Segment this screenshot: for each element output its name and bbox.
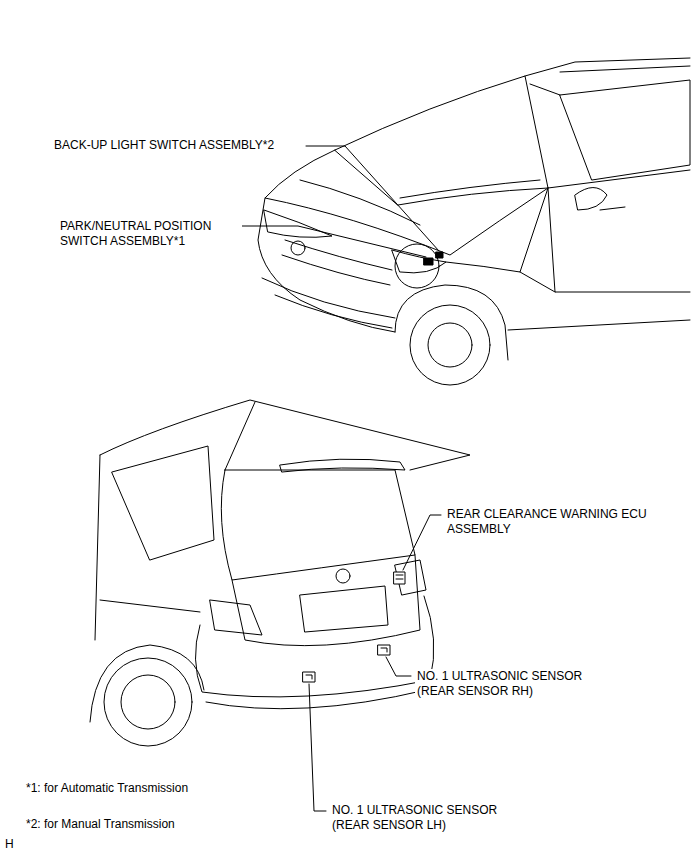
ecu — [394, 572, 405, 584]
sensor-lh — [303, 672, 315, 682]
door-pillar — [530, 84, 690, 188]
leader-line — [386, 657, 411, 676]
leader-line — [403, 515, 441, 570]
part-label: REAR CLEARANCE WARNING ECU ASSEMBLY — [445, 507, 664, 537]
wheel-arch — [395, 285, 508, 360]
sensor-rh-detail — [381, 648, 387, 652]
front-face — [258, 198, 395, 332]
door-handle — [600, 207, 625, 210]
license-plate — [300, 586, 388, 632]
bumper-lower — [206, 690, 426, 709]
front-vehicle — [258, 58, 690, 385]
fender — [446, 188, 548, 272]
leader-line — [306, 146, 439, 251]
rear-vehicle — [90, 400, 470, 746]
part-label: BACK-UP LIGHT SWITCH ASSEMBLY*2 — [52, 138, 276, 153]
rear-wheel-hub — [121, 675, 175, 729]
emblem — [336, 569, 350, 583]
windshield — [335, 76, 548, 205]
roof — [525, 58, 690, 76]
wheel-arch — [90, 645, 204, 722]
wiper-line — [400, 180, 540, 198]
rear-window — [221, 470, 415, 580]
bumper — [262, 278, 395, 328]
ecu-detail — [396, 575, 403, 579]
part-label: PARK/NEUTRAL POSITION SWITCH ASSEMBLY*1 — [58, 219, 242, 249]
roof-edge — [225, 402, 255, 470]
side-body — [95, 455, 200, 640]
side-window — [560, 80, 690, 180]
spoiler — [280, 459, 405, 472]
door — [520, 188, 690, 292]
hood-crease — [300, 180, 420, 225]
footnote: *1: for Automatic Transmission — [24, 781, 190, 796]
side-window — [112, 446, 214, 560]
hatch — [232, 555, 420, 646]
rocker — [508, 320, 690, 330]
leader-line — [309, 684, 326, 811]
roof — [100, 400, 470, 470]
grille — [282, 240, 392, 285]
roof-rail — [560, 66, 690, 72]
footnote: *2: for Manual Transmission — [24, 817, 177, 832]
part-label: NO. 1 ULTRASONIC SENSOR (REAR SENSOR LH) — [330, 803, 514, 833]
sensor-rh — [378, 645, 390, 655]
rear-wheel — [104, 658, 192, 746]
front-wheel-hub — [428, 323, 472, 367]
hood — [265, 150, 548, 255]
mirror — [575, 188, 607, 211]
switch-back-up — [436, 252, 443, 258]
leader-lines — [240, 146, 441, 811]
leader-line — [240, 226, 426, 257]
headlamp-right — [392, 250, 446, 273]
tail-lamp-right — [395, 560, 426, 595]
sensor-lh-detail — [306, 675, 312, 679]
switch-park-neutral — [424, 258, 433, 265]
front-wheel — [410, 305, 490, 385]
bumper — [195, 596, 433, 697]
figure-code: H — [3, 837, 16, 852]
emblem — [291, 241, 305, 255]
headlamp-left — [264, 210, 332, 237]
tail-lamp-left — [210, 600, 262, 635]
part-label: NO. 1 ULTRASONIC SENSOR (REAR SENSOR RH) — [415, 669, 599, 699]
